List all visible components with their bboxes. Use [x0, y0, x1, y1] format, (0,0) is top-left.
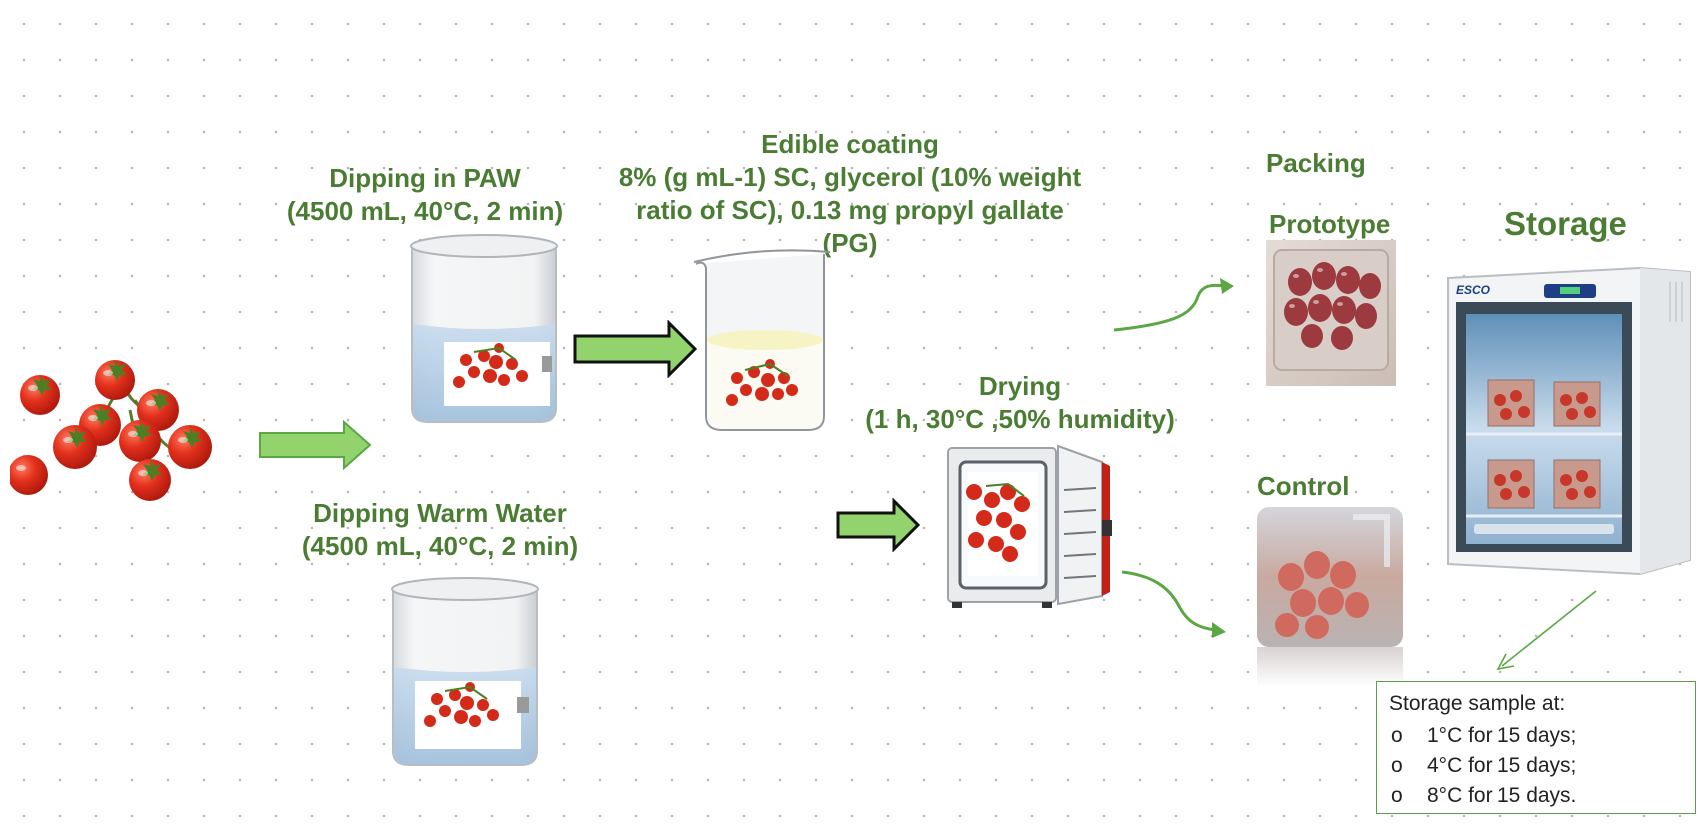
storage-label: Storage: [1504, 205, 1627, 242]
bullet-icon: o: [1391, 724, 1403, 747]
coating-line1: 8% (g mL-1) SC, glycerol (10% weight: [618, 162, 1082, 193]
drying-title: Drying: [978, 371, 1062, 401]
warm-title: Dipping Warm Water: [313, 498, 567, 528]
arrow-right-icon: [836, 498, 921, 552]
drying-oven-image: [947, 444, 1112, 608]
drying-params: (1 h, 30°C ,50% humidity): [865, 404, 1175, 435]
bullet-icon: o: [1391, 754, 1403, 777]
storage-temp: 4°C for: [1427, 754, 1493, 777]
storage-duration: 15 days;: [1497, 724, 1577, 747]
paw-title: Dipping in PAW: [329, 163, 521, 193]
curved-arrow-down-icon: [1121, 570, 1226, 638]
storage-duration: 15 days.: [1497, 784, 1577, 807]
paw-params: (4500 mL, 40°C, 2 min): [286, 196, 564, 227]
paw-beaker-image: [410, 234, 558, 423]
storage-duration: 15 days;: [1497, 754, 1577, 777]
paw-label: Dipping in PAW (4500 mL, 40°C, 2 min): [265, 162, 585, 229]
cherry-tomatoes-image: [10, 360, 212, 501]
edible-coating-label: Edible coating 8% (g mL-1) SC, glycerol …: [585, 128, 1115, 260]
warm-params: (4500 mL, 40°C, 2 min): [301, 531, 579, 562]
warm-water-beaker-image: [391, 577, 539, 766]
arrow-right-icon: [573, 320, 698, 378]
curved-arrow-up-icon: [1113, 278, 1234, 332]
packing-label: Packing: [1266, 148, 1366, 178]
device-brand-text: ESCO: [1456, 283, 1491, 297]
storage-box-title: Storage sample at:: [1389, 692, 1566, 715]
coating-beaker-image: [693, 249, 831, 431]
storage-pointer-arrow-icon: [1496, 590, 1597, 671]
control-pack-image: [1257, 507, 1403, 687]
storage-incubator-image: ESCO: [1447, 266, 1691, 576]
coating-line2: ratio of SC), 0.13 mg propyl gallate: [636, 195, 1064, 226]
bullet-icon: o: [1391, 784, 1403, 807]
control-label: Control: [1257, 471, 1350, 501]
coating-line3: (PG): [822, 228, 878, 259]
coating-title: Edible coating: [761, 129, 939, 159]
arrow-right-icon: [259, 420, 372, 470]
drying-label: Drying (1 h, 30°C ,50% humidity): [845, 370, 1195, 437]
prototype-label: Prototype: [1269, 209, 1391, 239]
prototype-pack-image: [1266, 240, 1396, 386]
storage-temp: 8°C for: [1427, 784, 1493, 807]
storage-temp: 1°C for: [1427, 724, 1493, 747]
warm-water-label: Dipping Warm Water (4500 mL, 40°C, 2 min…: [275, 497, 605, 564]
